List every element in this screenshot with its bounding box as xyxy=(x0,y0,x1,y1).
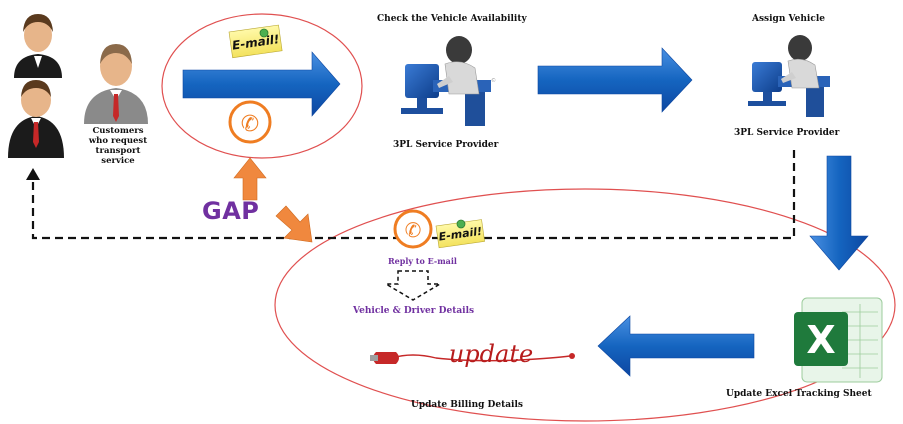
pin-icon xyxy=(259,28,269,38)
customer-person-icon xyxy=(8,80,64,158)
dashed-line-arrowhead xyxy=(26,168,40,180)
svg-text:✆: ✆ xyxy=(405,218,422,242)
top-email-phone-ellipse xyxy=(161,13,363,159)
provider-label-1: 3PL Service Provider xyxy=(393,140,499,150)
phone-icon: ✆ xyxy=(393,209,433,249)
gap-arrow-down-right xyxy=(275,205,313,243)
flow-arrow-to-assign xyxy=(537,47,693,113)
customer-person-icon xyxy=(84,44,148,124)
phone-icon: ✆ xyxy=(228,100,272,144)
flow-arrow-email xyxy=(182,51,341,117)
billing-details-label: Update Billing Details xyxy=(411,400,523,410)
svg-text:✆: ✆ xyxy=(241,112,259,137)
vehicle-driver-details-label: Vehicle & Driver Details xyxy=(353,306,475,316)
customer-person-icon xyxy=(14,14,62,78)
assign-vehicle-title: Assign Vehicle xyxy=(752,14,825,24)
excel-icon: X xyxy=(794,297,883,383)
flow-arrow-down-excel xyxy=(809,155,869,271)
reply-email-label: Reply to E-mail xyxy=(388,256,457,266)
gap-arrow-up xyxy=(233,157,267,201)
worker-at-computer-icon: © xyxy=(393,24,503,134)
worker-at-computer-icon xyxy=(742,26,840,120)
check-availability-title: Check the Vehicle Availability xyxy=(377,14,527,24)
provider-label-2: 3PL Service Provider xyxy=(734,128,840,138)
excel-tracking-label: Update Excel Tracking Sheet xyxy=(726,389,872,399)
email-note-icon: E-mail! xyxy=(435,219,485,249)
gap-label: GAP xyxy=(202,197,260,225)
email-note-icon: E-mail! xyxy=(228,24,283,59)
update-cable-icon: update xyxy=(364,330,596,384)
customers-label: Customers who request transport service xyxy=(88,126,148,166)
flow-arrow-to-update xyxy=(597,315,755,377)
dashed-down-arrow xyxy=(383,270,443,301)
email-tag-text-2: E-mail! xyxy=(438,225,483,244)
pin-icon xyxy=(456,219,466,229)
svg-text:©: © xyxy=(491,77,496,84)
email-tag-text: E-mail! xyxy=(231,32,280,52)
bottom-process-ellipse xyxy=(274,188,896,422)
update-word-text: update xyxy=(449,340,533,368)
svg-text:X: X xyxy=(806,318,835,362)
